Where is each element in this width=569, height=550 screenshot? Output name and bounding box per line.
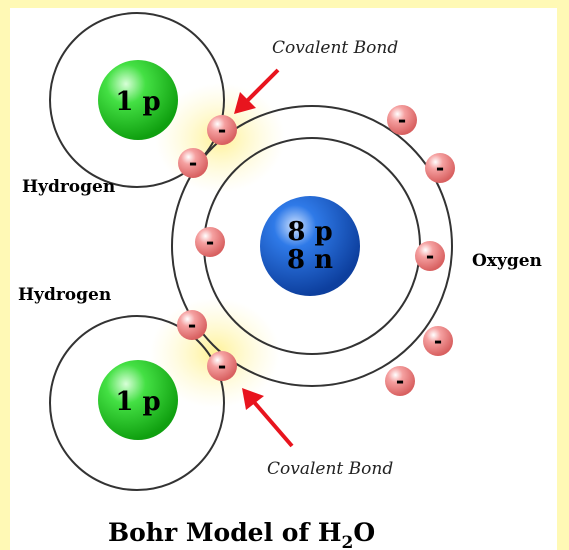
svg-text:-: - bbox=[436, 156, 444, 180]
diagram-canvas: 1 p 1 p 8 p 8 n - - - - - - - - - - Cova… bbox=[10, 8, 557, 550]
hydrogen-bottom-orbit bbox=[49, 315, 225, 491]
electron: - bbox=[177, 310, 207, 340]
electron: - bbox=[207, 115, 237, 145]
electron: - bbox=[425, 153, 455, 183]
svg-text:-: - bbox=[189, 151, 197, 175]
hydrogen-bottom-label: Hydrogen bbox=[18, 285, 111, 305]
electron: - bbox=[423, 326, 453, 356]
hydrogen-bottom-nucleus bbox=[98, 360, 178, 440]
svg-text:-: - bbox=[398, 108, 406, 132]
oxygen-nucleus bbox=[260, 196, 360, 296]
svg-text:-: - bbox=[218, 354, 226, 378]
hydrogen-top-orbit bbox=[49, 12, 225, 188]
bond-arrow-bottom bbox=[242, 388, 294, 448]
oxygen-outer-orbit bbox=[171, 105, 453, 387]
svg-text:-: - bbox=[426, 244, 434, 268]
svg-text:-: - bbox=[188, 313, 196, 337]
bohr-model-svg: 1 p 1 p 8 p 8 n - - - - - - - - - - Cova… bbox=[18, 12, 542, 550]
electron: - bbox=[207, 351, 237, 381]
hydrogen-top-nucleus-label: 1 p bbox=[115, 87, 160, 117]
electron: - bbox=[387, 105, 417, 135]
bond-label-bottom: Covalent Bond bbox=[267, 459, 393, 479]
bond-arrow-top bbox=[234, 68, 280, 114]
oxygen-nucleus-neutrons: 8 n bbox=[287, 245, 333, 275]
electron: - bbox=[385, 366, 415, 396]
svg-text:-: - bbox=[218, 118, 226, 142]
hydrogen-top-nucleus bbox=[98, 60, 178, 140]
svg-text:-: - bbox=[206, 230, 214, 254]
hydrogen-bottom-nucleus-label: 1 p bbox=[115, 387, 160, 417]
diagram-title: Bohr Model of H2O bbox=[108, 518, 375, 550]
bond-label-top: Covalent Bond bbox=[272, 38, 398, 58]
oxygen-label: Oxygen bbox=[472, 251, 542, 271]
electron: - bbox=[195, 227, 225, 257]
oxygen-nucleus-protons: 8 p bbox=[287, 217, 332, 247]
electron: - bbox=[178, 148, 208, 178]
electron: - bbox=[415, 241, 445, 271]
svg-text:-: - bbox=[434, 329, 442, 353]
svg-text:-: - bbox=[396, 369, 404, 393]
hydrogen-top-label: Hydrogen bbox=[22, 177, 115, 197]
